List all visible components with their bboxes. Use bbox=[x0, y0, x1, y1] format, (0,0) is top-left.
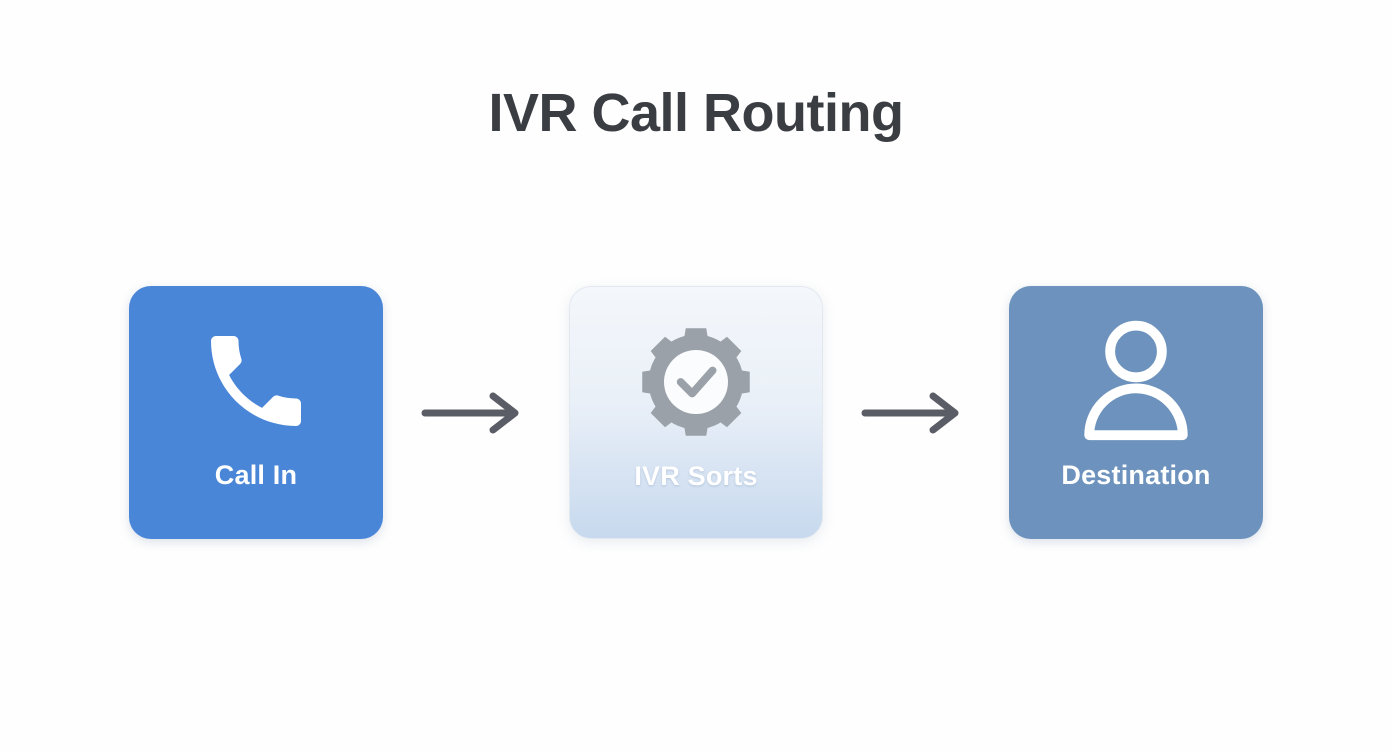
flow-step-label: Call In bbox=[214, 460, 298, 490]
arrow-right-icon bbox=[856, 390, 976, 436]
flow-step-ivr-sorts[interactable]: IVR Sorts bbox=[569, 286, 823, 539]
flow-step-call-in[interactable]: Call In bbox=[129, 286, 383, 539]
gear-check-icon bbox=[570, 287, 822, 463]
flow-step-label: Destination bbox=[1061, 460, 1211, 490]
phone-handset-icon bbox=[129, 286, 383, 462]
arrow-right-icon bbox=[416, 390, 536, 436]
flow-step-label: IVR Sorts bbox=[634, 461, 758, 491]
page-title: IVR Call Routing bbox=[488, 83, 904, 143]
flow-step-destination[interactable]: Destination bbox=[1009, 286, 1263, 539]
person-icon bbox=[1009, 286, 1263, 462]
flow-diagram: Call In bbox=[129, 285, 1263, 540]
